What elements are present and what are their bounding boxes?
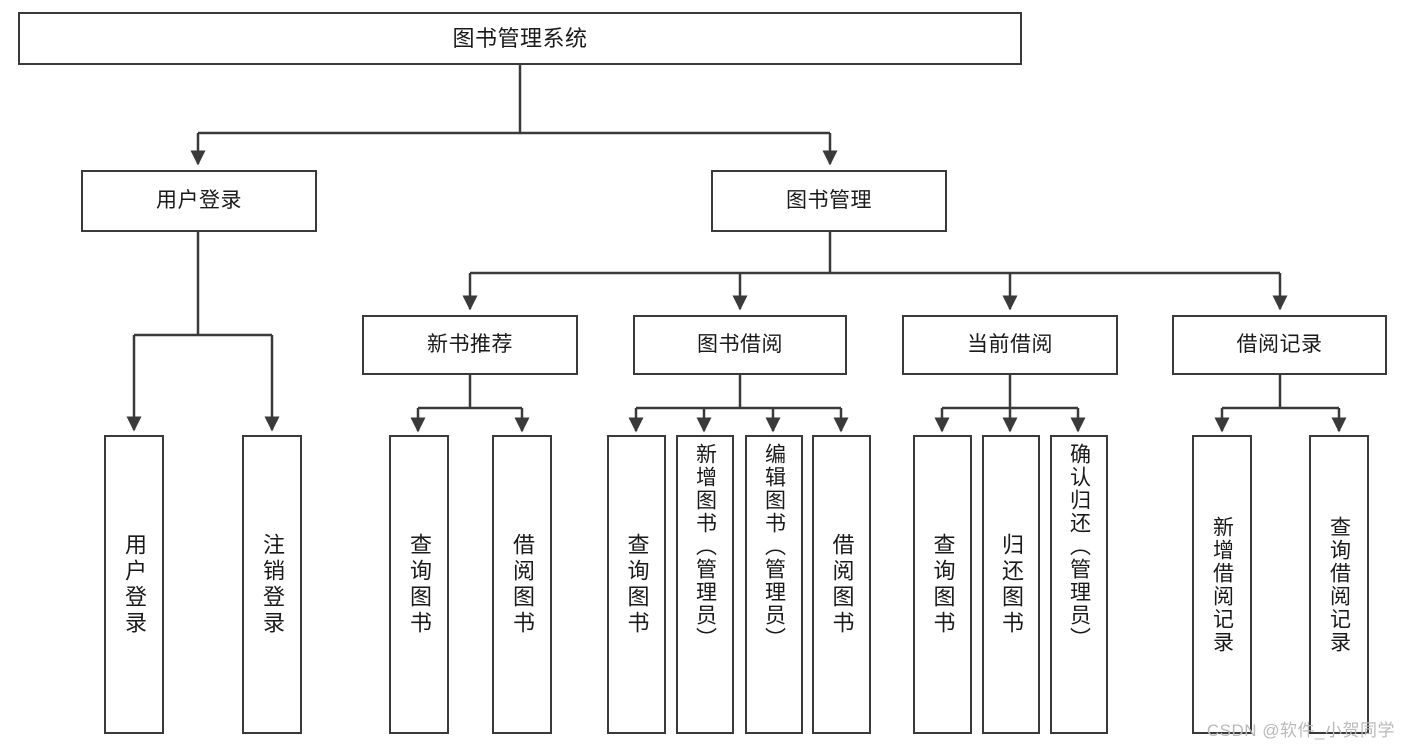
node-label: 新增借阅记录 <box>1210 515 1234 654</box>
node-new-book-recommendation[interactable]: 新书推荐 <box>362 315 578 375</box>
node-user-login[interactable]: 用户登录 <box>81 170 317 232</box>
leaf-logout-login[interactable]: 注销登录 <box>242 435 302 734</box>
node-label: 归还图书 <box>999 532 1024 637</box>
node-label: 新增图书（管理员） <box>693 443 717 650</box>
node-label: 查询图书 <box>407 532 432 637</box>
node-label: 编辑图书（管理员） <box>762 443 786 650</box>
node-book-borrowing[interactable]: 图书借阅 <box>633 315 847 375</box>
node-label: 借阅记录 <box>1236 332 1323 356</box>
node-current-borrowing[interactable]: 当前借阅 <box>902 315 1118 375</box>
node-label: 确认归还（管理员） <box>1067 443 1091 650</box>
node-label: 新书推荐 <box>427 332 513 356</box>
node-label: 用户登录 <box>122 532 147 637</box>
node-root-book-management-system[interactable]: 图书管理系统 <box>18 12 1022 65</box>
node-label: 图书管理系统 <box>452 25 588 51</box>
node-label: 查询图书 <box>930 532 956 637</box>
node-label: 图书管理 <box>786 188 872 212</box>
node-label: 借阅图书 <box>829 532 855 637</box>
node-borrowing-record[interactable]: 借阅记录 <box>1172 315 1387 375</box>
leaf-return-book[interactable]: 归还图书 <box>982 435 1040 734</box>
leaf-query-book-current[interactable]: 查询图书 <box>913 435 972 734</box>
node-label: 查询借阅记录 <box>1327 515 1351 654</box>
leaf-borrow-book-new-rec[interactable]: 借阅图书 <box>492 435 552 734</box>
node-label: 注销登录 <box>260 532 285 637</box>
watermark-text: CSDN @软件_小贺同学 <box>1206 721 1395 740</box>
node-label: 用户登录 <box>156 188 242 212</box>
leaf-add-book-admin[interactable]: 新增图书（管理员） <box>676 435 734 734</box>
leaf-add-borrow-record[interactable]: 新增借阅记录 <box>1192 435 1252 734</box>
node-book-management[interactable]: 图书管理 <box>711 170 947 232</box>
node-label: 借阅图书 <box>510 532 535 637</box>
leaf-query-borrow-record[interactable]: 查询借阅记录 <box>1309 435 1369 734</box>
node-label: 图书借阅 <box>697 332 783 356</box>
leaf-query-book-borrow[interactable]: 查询图书 <box>607 435 666 734</box>
leaf-query-book-new-rec[interactable]: 查询图书 <box>389 435 449 734</box>
leaf-edit-book-admin[interactable]: 编辑图书（管理员） <box>745 435 803 734</box>
node-label: 查询图书 <box>624 532 650 637</box>
leaf-user-login[interactable]: 用户登录 <box>104 435 164 734</box>
leaf-confirm-return-admin[interactable]: 确认归还（管理员） <box>1050 435 1108 734</box>
leaf-borrow-book-borrow[interactable]: 借阅图书 <box>812 435 871 734</box>
node-label: 当前借阅 <box>967 332 1053 356</box>
